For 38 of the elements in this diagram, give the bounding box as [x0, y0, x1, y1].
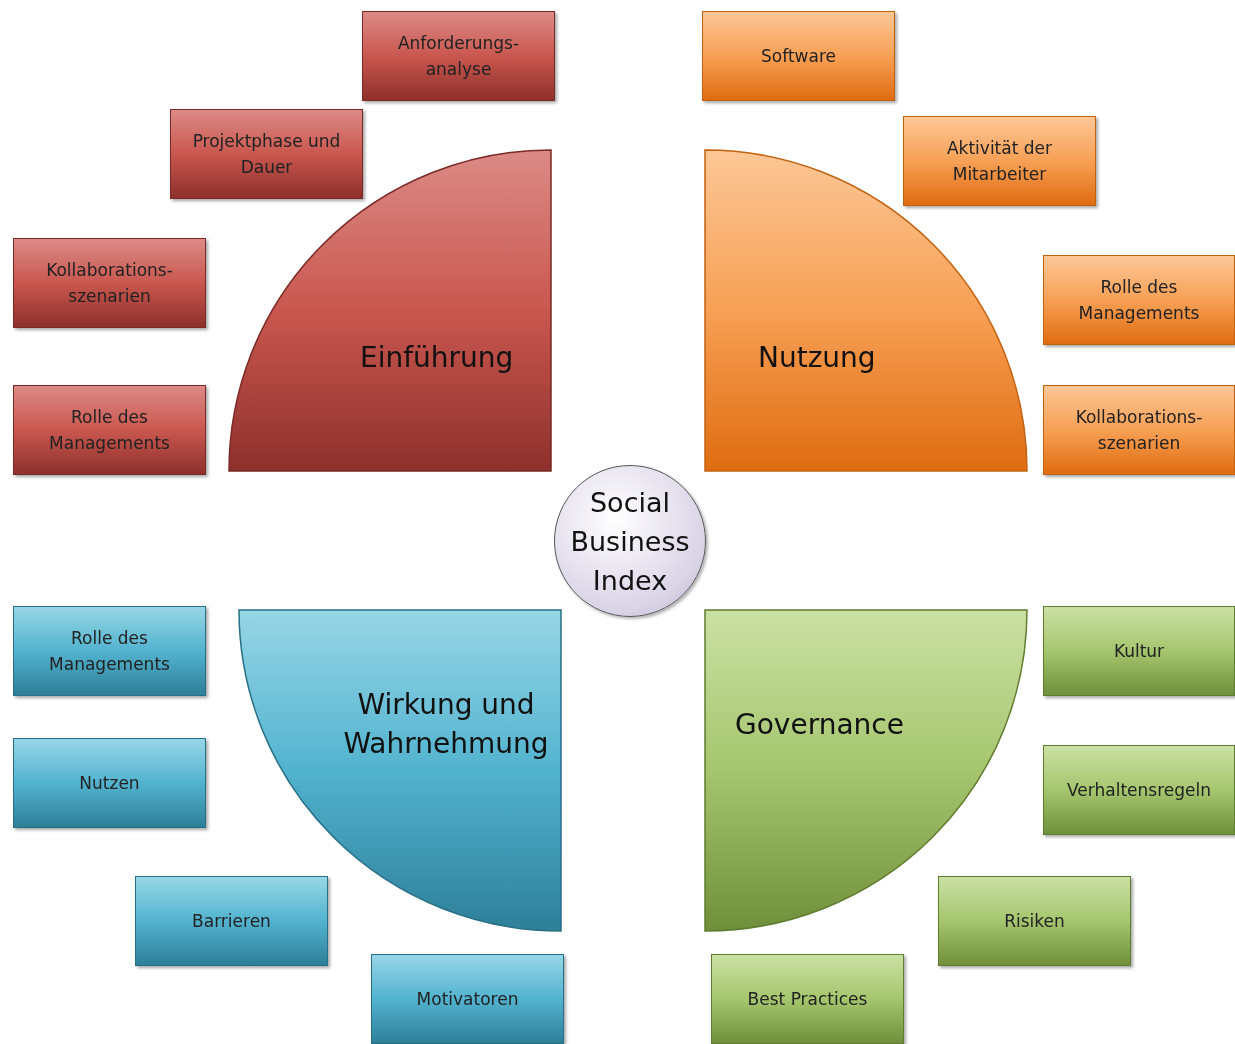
topic-box: [13, 606, 206, 696]
box-label: Kollaborations- szenarien: [45, 259, 174, 308]
quarter-circle-segment: [229, 150, 551, 471]
segment-label: Einführung: [360, 340, 514, 376]
topic-box: [170, 109, 363, 199]
topic-box: [1043, 606, 1235, 696]
segment-label: Wirkung und Wahrnehmung: [342, 687, 550, 762]
topic-box: [711, 954, 904, 1044]
box-label: Rolle des Managements: [1077, 276, 1201, 325]
topic-box: [1043, 255, 1235, 345]
box-label: Risiken: [1003, 910, 1066, 933]
box-label: Projektphase und Dauer: [191, 130, 342, 179]
box-label: Rolle des Managements: [48, 406, 171, 455]
box-label: Kollaborations- szenarien: [1074, 406, 1204, 455]
box-label: Anforderungs- analyse: [396, 32, 521, 81]
box-label: Barrieren: [191, 910, 272, 933]
box-label: Verhaltensregeln: [1066, 779, 1212, 802]
box-label: Aktivität der Mitarbeiter: [945, 137, 1053, 186]
topic-box: [903, 116, 1096, 206]
box-label: Motivatoren: [415, 988, 520, 1011]
box-label: Nutzen: [78, 772, 141, 795]
topic-box: [13, 238, 206, 328]
box-label: Kultur: [1112, 640, 1166, 663]
box-label: Best Practices: [746, 988, 869, 1011]
topic-box: [135, 876, 328, 966]
topic-box: [1043, 385, 1235, 475]
topic-box: [702, 11, 895, 101]
segment-label: Governance: [735, 707, 904, 743]
topic-box: [938, 876, 1131, 966]
topic-box: [13, 385, 206, 475]
topic-box: [371, 954, 564, 1044]
topic-box: [362, 11, 555, 101]
box-label: Rolle des Managements: [48, 627, 171, 676]
segment-label: Nutzung: [758, 340, 876, 376]
box-label: Software: [760, 45, 837, 68]
circle-label: Social Business Index: [569, 485, 691, 598]
topic-box: [13, 738, 206, 828]
topic-box: [1043, 745, 1235, 835]
